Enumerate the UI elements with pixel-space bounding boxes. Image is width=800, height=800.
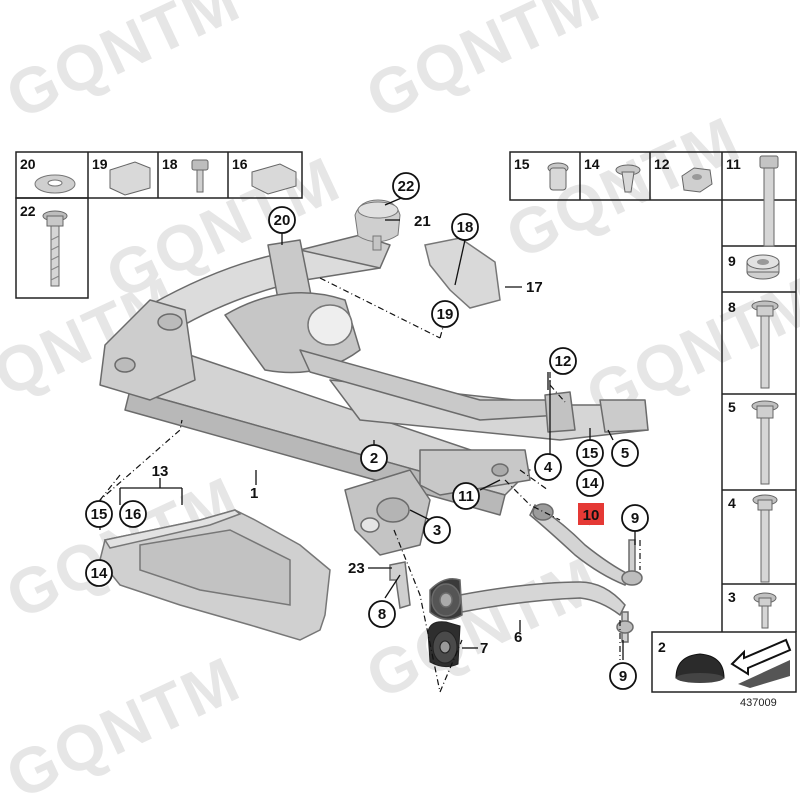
- callout-label-6: 6: [514, 629, 522, 646]
- right-parts-table: [509, 151, 797, 693]
- callout-11: [452, 482, 480, 510]
- callout-label-3: 3: [433, 522, 441, 539]
- callout-label-9-upper: 9: [631, 510, 639, 527]
- callout-label-23: 23: [348, 560, 365, 577]
- cell-label-16: 16: [232, 156, 248, 172]
- callout-label-9-lower: 9: [619, 668, 627, 685]
- callout-label-10: 10: [583, 507, 600, 524]
- screw-icon: [753, 592, 777, 629]
- cell-label-14: 14: [584, 156, 600, 172]
- rivet-nut-icon: [547, 162, 569, 191]
- callouts: [85, 172, 649, 690]
- callout-8: [368, 600, 396, 628]
- callout-label-7: 7: [480, 640, 488, 657]
- cell-label-4: 4: [728, 495, 736, 511]
- left-table-part-icons: [34, 159, 297, 287]
- cell-label-9: 9: [728, 253, 736, 269]
- callout-labels: 20 22 21 18 17 19 12 15 5 2 4 14 11 1 13…: [91, 178, 640, 685]
- cell-label-19: 19: [92, 156, 108, 172]
- cell-label-8: 8: [728, 299, 736, 315]
- front-axle-subframe: [99, 234, 649, 556]
- watermark-text: GQNTM: [0, 0, 251, 133]
- cell-label-12: 12: [654, 156, 670, 172]
- front-direction-arrow-icon: [730, 638, 792, 688]
- heat-shield-17: [424, 237, 501, 309]
- cell-label-5: 5: [728, 399, 736, 415]
- callout-label-15b: 15: [582, 445, 599, 462]
- flange-bolt-icon: [751, 300, 779, 389]
- diagram-reference-number: 437009: [740, 697, 777, 709]
- cell-label-3: 3: [728, 589, 736, 605]
- long-bolt-icon: [759, 155, 779, 247]
- control-arm-10: [529, 503, 643, 586]
- callout-label-15a: 15: [91, 506, 108, 523]
- flange-bolt-icon: [752, 494, 778, 583]
- callout-label-14a: 14: [91, 565, 108, 582]
- callout-label-22: 22: [398, 178, 415, 195]
- rubber-mount-21: [354, 199, 401, 251]
- callout-label-11: 11: [458, 488, 474, 505]
- flange-bolt-icon: [42, 210, 68, 287]
- callout-20: [268, 206, 296, 234]
- callout-15a: [85, 500, 113, 528]
- callout-label-19: 19: [437, 306, 454, 323]
- left-table-labels: 20 19 18 16 22: [20, 156, 248, 219]
- callout-label-13: 13: [152, 463, 169, 480]
- callout-label-5: 5: [621, 445, 629, 462]
- underbody-shield-13: [99, 509, 331, 641]
- callout-3: [423, 516, 451, 544]
- callout-2: [360, 444, 388, 472]
- callout-label-1: 1: [250, 485, 258, 502]
- callout-14b: [576, 469, 604, 497]
- watermark-text: GQNTM: [355, 0, 610, 133]
- callout-9-upper: [621, 504, 649, 532]
- flange-bolt-icon: [751, 400, 779, 485]
- hex-nut-icon: [681, 167, 713, 193]
- bracket-8: [389, 561, 411, 609]
- cell-label-15: 15: [514, 156, 530, 172]
- callout-22: [392, 172, 420, 200]
- watermark-text: GQNTM: [495, 103, 750, 273]
- callout-label-12: 12: [555, 353, 572, 370]
- callout-label-2: 2: [370, 450, 378, 467]
- left-parts-table: [15, 151, 303, 299]
- cell-label-22: 22: [20, 203, 36, 219]
- callout-label-17: 17: [526, 279, 543, 296]
- callout-9-lower: [609, 662, 637, 690]
- callout-label-14b: 14: [582, 475, 599, 492]
- callout-15b: [576, 439, 604, 467]
- callout-label-21: 21: [414, 213, 431, 230]
- callout-label-16: 16: [125, 506, 142, 523]
- callout-16: [119, 500, 147, 528]
- callout-5: [611, 439, 639, 467]
- cell-label-18: 18: [162, 156, 178, 172]
- cell-label-2: 2: [658, 639, 666, 655]
- control-arm-6: [429, 578, 634, 643]
- callout-14a: [85, 559, 113, 587]
- rubber-bushing-7: [427, 621, 461, 668]
- callout-label-18: 18: [457, 219, 474, 236]
- callout-19: [431, 300, 459, 328]
- watermark-text: GQNTM: [0, 643, 251, 800]
- callout-4: [534, 453, 562, 481]
- clip-icon: [109, 161, 151, 196]
- push-clip-icon: [615, 164, 641, 193]
- bolt-icon: [191, 159, 209, 193]
- right-table-labels: 15 14 12 11 9 8 5 4 3 2 437009: [514, 156, 777, 709]
- callout-label-20: 20: [274, 212, 291, 229]
- highlighted-part-10-badge: [578, 503, 604, 525]
- right-table-part-icons: [547, 155, 792, 688]
- cell-label-11: 11: [726, 156, 741, 172]
- callout-12: [549, 347, 577, 375]
- clip-nut-icon: [251, 163, 297, 195]
- cell-label-20: 20: [20, 156, 36, 172]
- rubber-buffer-icon: [675, 653, 725, 683]
- lock-nut-icon: [746, 254, 780, 280]
- callout-18: [451, 213, 479, 241]
- callout-label-4: 4: [544, 459, 553, 476]
- callout-label-8: 8: [378, 606, 386, 623]
